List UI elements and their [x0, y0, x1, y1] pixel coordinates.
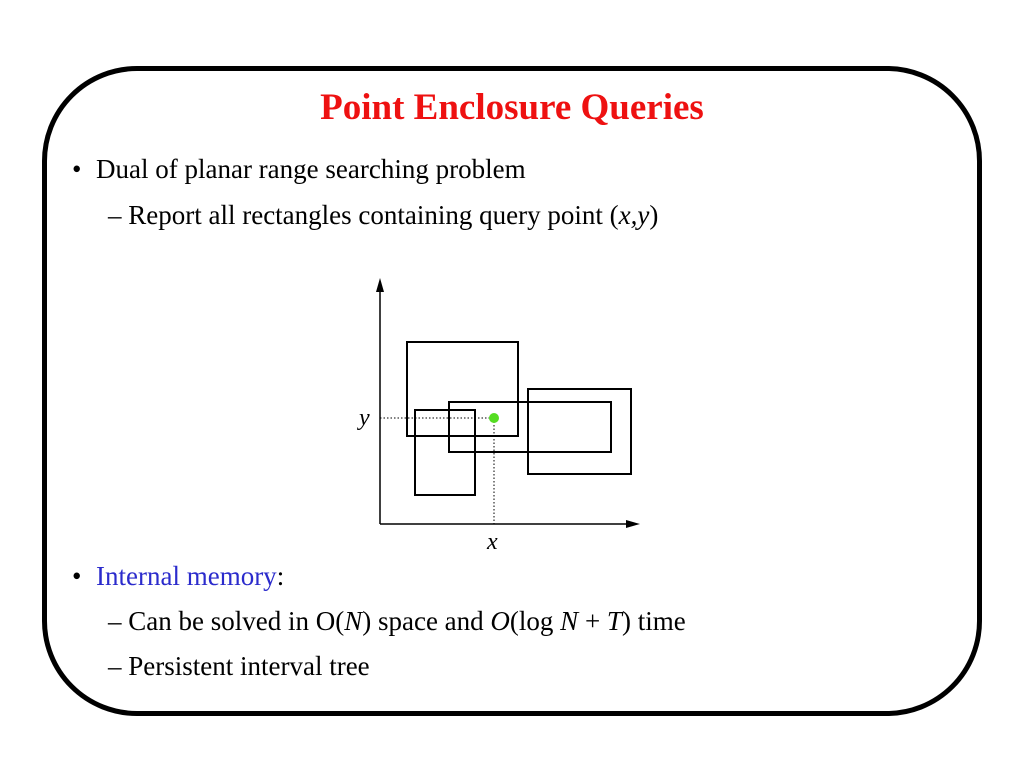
var-t: T [606, 606, 622, 636]
y-label: y [357, 405, 370, 431]
rectangle-3 [448, 401, 612, 453]
persistent-tree-text: Persistent interval tree [128, 651, 370, 681]
bullet-text: Dual of planar range searching problem [96, 154, 526, 184]
dash-symbol: – [108, 606, 122, 636]
query-point-variables: x,y [618, 200, 650, 230]
bullet-dual-problem: • Dual of planar range searching problem [72, 154, 526, 185]
complexity-text-1: Can be solved in O( [128, 606, 345, 636]
dash-symbol: – [108, 200, 122, 230]
query-point [489, 413, 499, 423]
subbullet-complexity: – Can be solved in O(N) space and O(log … [108, 606, 686, 637]
complexity-text-3: (log [509, 606, 561, 636]
complexity-text-2: ) space and [362, 606, 491, 636]
bullet-internal-memory: • Internal memory: [72, 561, 284, 592]
complexity-text-4: + [578, 606, 607, 636]
var-n-2: N [560, 606, 579, 636]
complexity-text-5: ) time [621, 606, 686, 636]
subbullet-report-rectangles: – Report all rectangles containing query… [108, 200, 658, 231]
rectangle-1 [406, 341, 519, 437]
dash-symbol: – [108, 651, 122, 681]
slide-border [42, 66, 982, 716]
bullet-symbol: • [72, 154, 82, 184]
x-label: x [486, 529, 498, 555]
bullet-colon: : [276, 561, 285, 591]
slide-title: Point Enclosure Queries [320, 87, 704, 128]
x-axis-arrow-icon [626, 520, 640, 528]
var-n: N [344, 606, 363, 636]
rectangle-4 [527, 388, 632, 475]
bullet-symbol: • [72, 561, 82, 591]
subbullet-text-prefix: Report all rectangles containing query p… [128, 200, 619, 230]
internal-memory-link[interactable]: Internal memory [96, 561, 277, 591]
subbullet-persistent-tree: – Persistent interval tree [108, 651, 370, 682]
y-axis-arrow-icon [376, 278, 384, 292]
var-o: O [490, 606, 510, 636]
subbullet-text-suffix: ) [649, 200, 659, 230]
